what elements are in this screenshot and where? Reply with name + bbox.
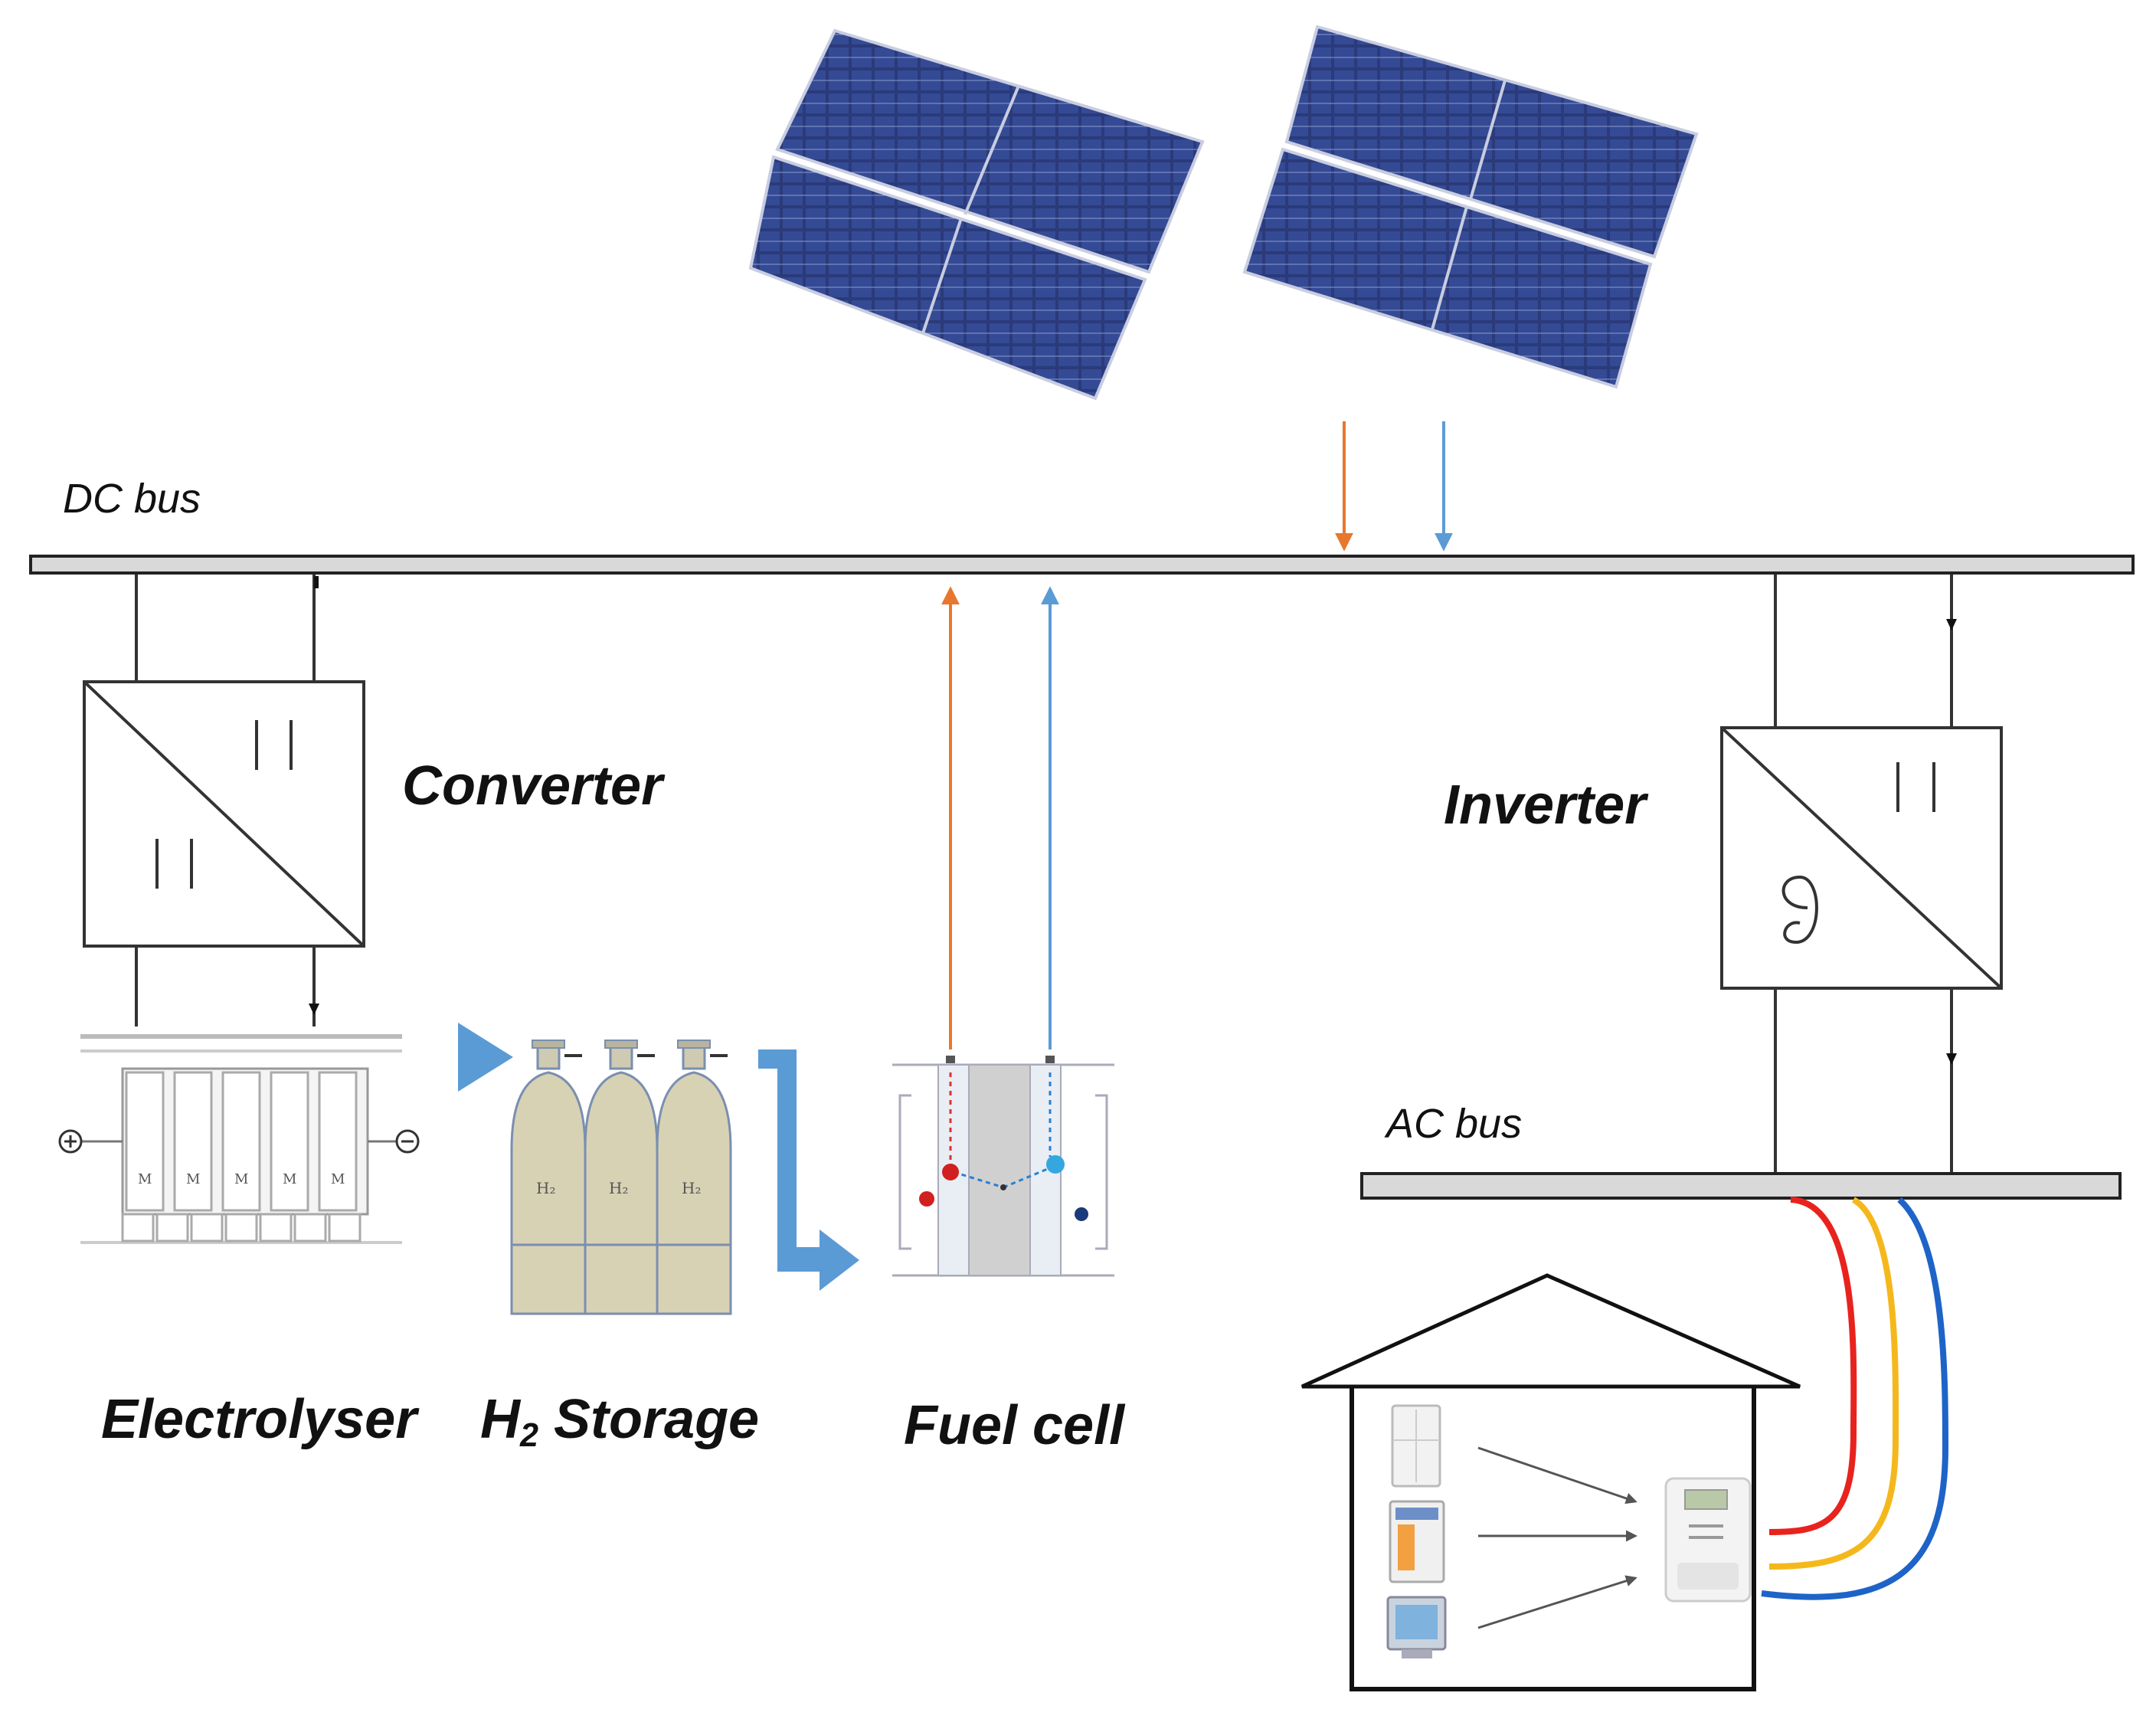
- h2-storage-label-rest: Storage: [538, 1389, 760, 1450]
- dc-bus: [29, 555, 2135, 575]
- inverter-block: [1720, 575, 2003, 1172]
- storage-to-fuelcell-arrow: [758, 1049, 859, 1291]
- wire-red: [1768, 1197, 1857, 1535]
- washing-machine-icon: [1389, 1500, 1445, 1583]
- cylinder-label: H₂: [682, 1179, 701, 1197]
- converter-block: [83, 575, 365, 1026]
- svg-text:M: M: [234, 1171, 248, 1187]
- svg-text:M: M: [331, 1171, 345, 1187]
- computer-icon: [1386, 1596, 1447, 1658]
- ac-sine-icon: [1781, 875, 1818, 945]
- wire-yellow: [1768, 1197, 1899, 1570]
- fridge-icon: [1391, 1404, 1441, 1488]
- h2-storage-label: H2 Storage: [480, 1388, 759, 1455]
- solar-panel-upper-right: [1284, 25, 1699, 259]
- house: [1300, 1273, 1801, 1691]
- solar-array-right: [1242, 25, 1699, 389]
- dc-bus-label: DC bus: [63, 476, 201, 522]
- inverter-label: Inverter: [1444, 774, 1647, 836]
- wire-blue: [1761, 1197, 1949, 1600]
- cylinder-label: H₂: [609, 1179, 628, 1197]
- smart-meter-icon: [1664, 1477, 1752, 1603]
- svg-text:M: M: [138, 1171, 152, 1187]
- cylinder-label: H₂: [536, 1179, 555, 1197]
- h2-cylinders: H₂ H₂ H₂: [510, 1040, 732, 1315]
- svg-text:M: M: [186, 1171, 200, 1187]
- solar-panel-lower-right: [1242, 147, 1653, 389]
- house-walls: [1350, 1387, 1756, 1691]
- storage-input-arrow: [458, 1023, 513, 1092]
- svg-text:M: M: [283, 1171, 296, 1187]
- fuel-cell-unit: [892, 1056, 1114, 1277]
- solar-panel-lower-left: [748, 155, 1147, 401]
- house-roof: [1300, 1273, 1801, 1389]
- fuel-cell-label: Fuel cell: [904, 1395, 1125, 1456]
- electrolyser-label: Electrolyser: [101, 1389, 417, 1450]
- h2-storage-label-subscript: 2: [520, 1416, 539, 1454]
- ac-bus: [1360, 1172, 2122, 1200]
- h2-storage-label-h: H: [480, 1389, 520, 1450]
- solar-array-left: [748, 28, 1205, 401]
- converter-label: Converter: [402, 755, 663, 817]
- ac-bus-label: AC bus: [1386, 1101, 1523, 1147]
